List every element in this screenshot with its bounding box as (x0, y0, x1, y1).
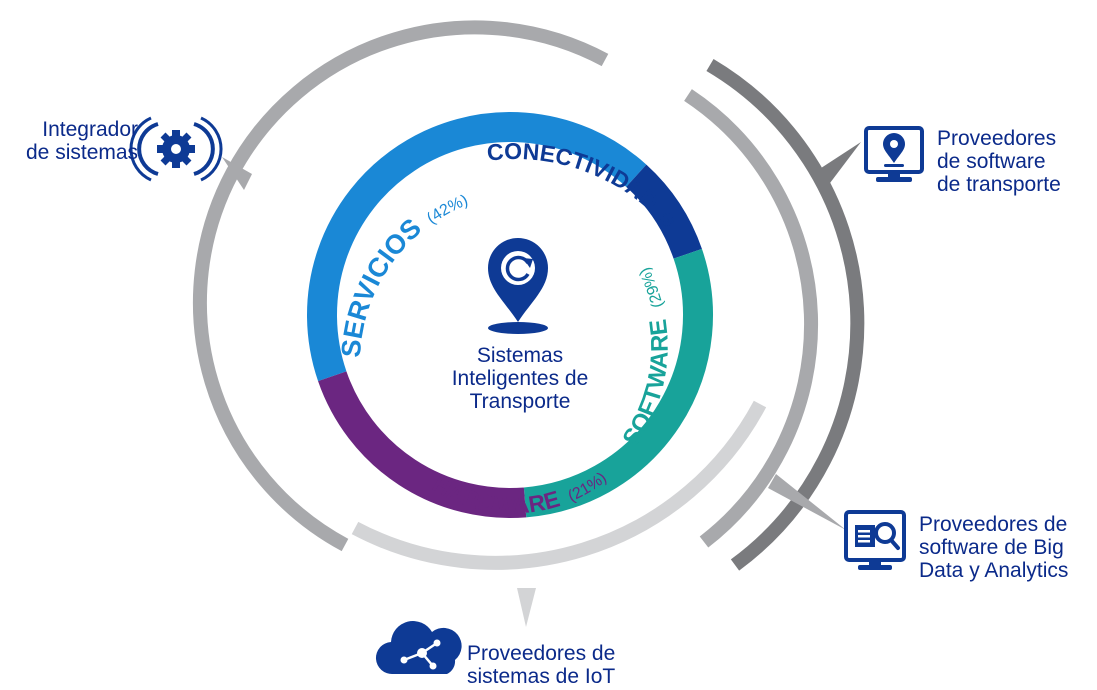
segment-conectividad (625, 164, 702, 259)
label-integrador: Integrador de sistemas (26, 118, 138, 164)
label-line: Proveedores (937, 127, 1057, 150)
pointer-iot (517, 588, 536, 627)
location-pin-refresh-icon (488, 238, 548, 334)
center-title-line: Transporte (469, 390, 571, 413)
pointer-bigdata (768, 474, 846, 530)
label-bigdata: Proveedores de software de Big Data y An… (919, 513, 1068, 582)
label-line: Proveedores de (919, 513, 1068, 536)
label-line: Data y Analytics (919, 559, 1069, 582)
segment-servicios (307, 112, 647, 382)
cloud-network-icon (375, 621, 462, 675)
label-line: de transporte (937, 173, 1061, 196)
center-title: Sistemas Inteligentes de Transporte (380, 344, 660, 413)
center-title-line: Inteligentes de (451, 367, 589, 390)
center-title-line: Sistemas (476, 344, 564, 367)
label-line: software de Big (919, 536, 1064, 559)
label-line: sistemas de IoT (467, 665, 616, 688)
monitor-location-icon (864, 126, 924, 182)
monitor-analytics-icon (844, 510, 906, 570)
ring-iot-bigdata (351, 400, 767, 570)
label-line: Integrador (42, 118, 138, 141)
label-line: Proveedores de (467, 642, 616, 665)
pointer-transporte (818, 142, 861, 183)
pointer-integrador (222, 157, 252, 190)
ring-transporte-inner (684, 89, 819, 548)
label-line: de sistemas (26, 141, 139, 164)
pointers (222, 142, 861, 627)
segment-hardware (318, 371, 527, 518)
label-iot: Proveedores de sistemas de IoT (467, 642, 615, 688)
segment-ring (307, 112, 713, 518)
gear-icon (129, 116, 223, 182)
label-transporte: Proveedores de software de transporte (937, 127, 1061, 196)
label-line: de software (937, 150, 1046, 173)
segment-label-conectividad: CONECTIVIDAD (8%) (0, 0, 677, 232)
segment-software (523, 248, 713, 518)
